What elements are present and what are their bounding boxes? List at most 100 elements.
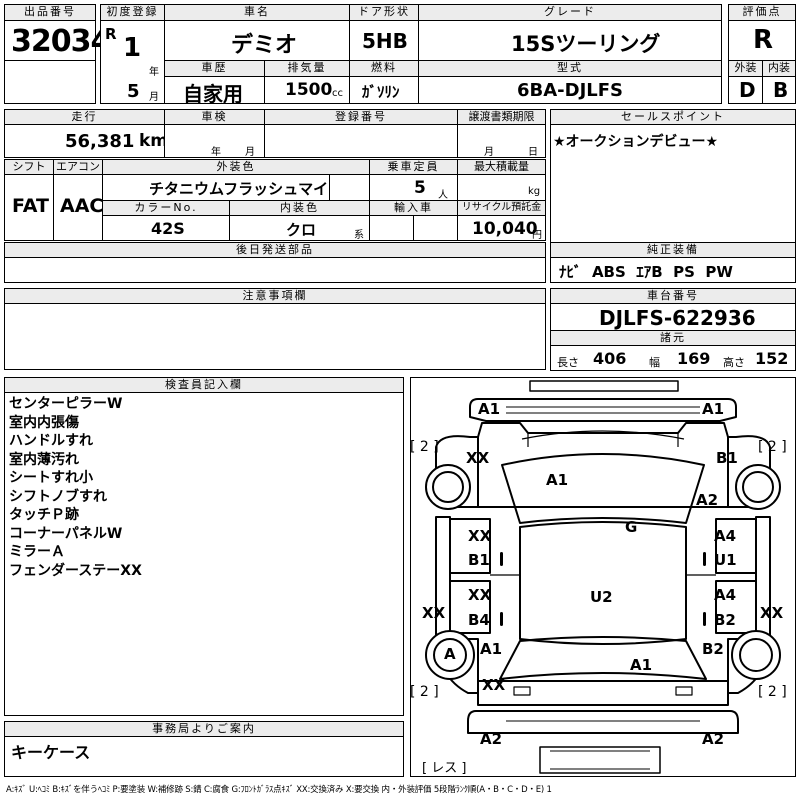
interior-grade: B: [773, 78, 789, 102]
interior-grade-label: 内装: [762, 60, 796, 77]
inspector-line: シフトノブすれ: [9, 488, 107, 505]
int-color-label: 内装色: [229, 200, 370, 216]
mark-lr-quarter-low: XX: [482, 676, 506, 694]
reg-month: 5: [127, 81, 140, 102]
ext-color-cell: チタニウムフラッシュマイカ: [102, 174, 343, 201]
int-color-unit: 系: [354, 230, 364, 241]
shift: FAT: [12, 195, 49, 217]
recycle-label: リサイクル預託金: [457, 200, 546, 216]
length-value: 406: [593, 349, 627, 368]
transfer-day-unit: 日: [528, 147, 538, 158]
inspector-line: シートすれ小: [9, 470, 93, 486]
inspection-cell: 年 月: [164, 124, 265, 158]
inspector-line: コーナーパネルW: [9, 525, 123, 542]
lot-number-cell: 32034: [4, 20, 111, 61]
ac: AAC: [60, 195, 104, 217]
max-load-cell: kg: [457, 174, 546, 201]
history-cell: 自家用: [164, 76, 265, 106]
door-type: 5HB: [362, 29, 408, 53]
chassis-label: 車台番号: [550, 288, 796, 304]
spec-label: 諸元: [550, 330, 796, 346]
grade-cell: 15Sツーリング: [418, 20, 722, 61]
inspection-year-unit: 年: [211, 147, 221, 158]
recycle: 10,040: [472, 219, 538, 239]
tire-fr-label: [ 2 ]: [758, 439, 787, 455]
shift-cell: FAT: [4, 174, 54, 241]
fuel-label: 燃料: [349, 60, 419, 77]
history-label: 車歴: [164, 60, 265, 77]
reg-year: 1: [123, 33, 142, 63]
mark-right-sill: XX: [760, 604, 784, 622]
ext-color-extra: [329, 174, 370, 201]
inspector-line: 室内薄汚れ: [9, 451, 79, 468]
genuine-equipment: ﾅﾋﾞ ABS ｴｱB PS PW: [559, 263, 733, 281]
genuine-equipment-label: 純正装備: [550, 242, 796, 258]
tire-fl-label: [ 2 ]: [410, 439, 439, 455]
mileage: 56,381: [65, 131, 135, 152]
displacement-cell: 1500 cc: [264, 76, 350, 104]
rating-label: 評価点: [728, 4, 796, 21]
interior-grade-cell: B: [762, 76, 796, 104]
spec-cell: 長さ 406 幅 169 高さ 152: [550, 345, 796, 371]
max-load-unit: kg: [528, 186, 541, 197]
displacement-unit: cc: [332, 88, 343, 99]
capacity-label: 乗車定員: [369, 159, 458, 175]
mark-lr-door-top: XX: [468, 586, 492, 604]
door-label: ドア形状: [349, 4, 419, 21]
ac-label: エアコン: [53, 159, 103, 175]
exterior-grade: D: [739, 78, 756, 102]
mark-front-right: A1: [702, 400, 725, 418]
mileage-cell: 56,381 km: [4, 124, 169, 158]
model: 6BA-DJLFS: [517, 80, 624, 101]
color-no-label: カラーNo.: [102, 200, 230, 216]
tire-rr-label: [ 2 ]: [758, 684, 787, 700]
notes-label: 注意事項欄: [4, 288, 546, 304]
spare-tire-label: [ レス ]: [422, 761, 467, 776]
mark-rr-quarter: B2: [702, 640, 724, 658]
shift-label: シフト: [4, 159, 54, 175]
sales-point-label: セールスポイント: [550, 109, 796, 125]
genuine-equipment-cell: ﾅﾋﾞ ABS ｴｱB PS PW: [550, 257, 796, 283]
car-name-cell: デミオ: [164, 20, 350, 61]
rating: R: [753, 25, 774, 55]
import-cell-a: [369, 215, 414, 241]
inspector-line: ミラーＡ: [9, 544, 65, 560]
transfer-label: 譲渡書類期限: [457, 109, 546, 125]
recycle-unit: 円: [532, 230, 542, 241]
capacity-unit: 人: [438, 190, 448, 201]
height-label: 高さ: [723, 356, 745, 369]
office-cell: キーケース: [4, 736, 404, 777]
grade: 15Sツーリング: [511, 32, 661, 56]
mark-rf-door-top: A4: [714, 527, 737, 545]
int-color-cell: クロ 系: [229, 215, 370, 241]
mark-rf-door-bot: U1: [714, 551, 737, 569]
transfer-month-unit: 月: [484, 147, 494, 158]
length-label: 長さ: [557, 356, 579, 369]
later-parts-label: 後日発送部品: [4, 242, 546, 258]
mileage-unit: km: [139, 131, 169, 151]
mark-left-sill: XX: [422, 604, 446, 622]
reg-number-cell: [264, 124, 458, 158]
inspector-notes: センターピラーW 室内内張傷 ハンドルすれ 室内薄汚れ シートすれ小 シフトノブ…: [4, 392, 404, 716]
era: R: [105, 25, 117, 43]
mark-rr-door-top: A4: [714, 586, 737, 604]
mark-lf-door-top: XX: [468, 527, 492, 545]
mark-rf-fender-low: A2: [696, 491, 719, 509]
import-cell-b: [413, 215, 458, 241]
int-color: クロ: [286, 221, 317, 239]
legend: A:ｷｽﾞ U:ﾍｺﾐ B:ｷｽﾞを伴うﾍｺﾐ P:要塗装 W:補修跡 S:錆 …: [6, 785, 552, 795]
width-value: 169: [677, 349, 711, 368]
first-registration-label: 初度登録: [100, 4, 165, 21]
exterior-grade-cell: D: [728, 76, 763, 104]
first-registration-cell: R 1 年 5 月: [100, 20, 165, 104]
sales-point-cell: ★オークションデビュー★: [550, 124, 796, 243]
mark-rr-door-bot: B2: [714, 611, 736, 629]
lot-number: 32034: [11, 24, 111, 59]
mark-lf-door-bot: B1: [468, 551, 490, 569]
import-label: 輸入車: [369, 200, 458, 216]
ext-color-label: 外装色: [102, 159, 370, 175]
rating-cell: R: [728, 20, 796, 61]
inspector-line: フェンダーステーXX: [9, 562, 142, 579]
model-label: 型式: [418, 60, 722, 77]
fuel: ｶﾞｿﾘﾝ: [362, 83, 400, 101]
